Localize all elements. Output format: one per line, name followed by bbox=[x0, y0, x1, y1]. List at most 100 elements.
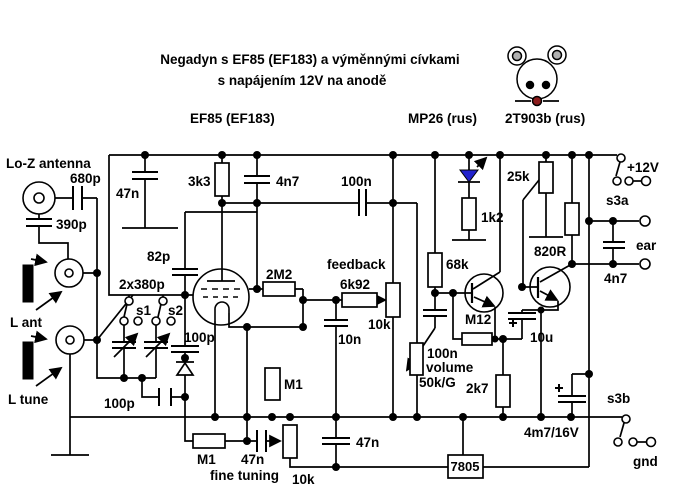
label-l-tune: L tune bbox=[8, 392, 49, 407]
label-68k: 68k bbox=[446, 257, 469, 272]
t1-body bbox=[464, 273, 504, 313]
label-s3a: s3a bbox=[606, 193, 629, 208]
cap-4m7 bbox=[558, 395, 586, 403]
resistor-6k92 bbox=[341, 292, 378, 308]
label-47n-gnd: 47n bbox=[356, 435, 379, 450]
label-l-ant: L ant bbox=[10, 315, 43, 330]
led-triangle bbox=[459, 169, 479, 183]
t1-emitter-arrow bbox=[473, 295, 496, 308]
s2-contact-a bbox=[151, 316, 161, 326]
text-labels: Negadyn s EF85 (EF183) a výměnnými cívka… bbox=[6, 52, 659, 487]
label-10k-fine: 10k bbox=[292, 472, 315, 487]
connectors bbox=[22, 153, 657, 448]
label-12v: +12V bbox=[627, 160, 659, 175]
ear-terminal-2 bbox=[639, 258, 651, 270]
label-100n-coupling: 100n bbox=[341, 174, 372, 189]
cap-100n-coupling bbox=[358, 189, 367, 216]
s3b-contact-b bbox=[628, 437, 638, 447]
label-fine-tuning: fine tuning bbox=[210, 468, 279, 483]
label-82p: 82p bbox=[147, 249, 170, 264]
coax-jack-2-pin bbox=[64, 268, 74, 278]
antenna-wires bbox=[38, 197, 185, 398]
coax-jack-1-pin bbox=[33, 192, 45, 204]
varcap1-arrow bbox=[113, 332, 139, 358]
coupling-arrow-1 bbox=[30, 253, 48, 267]
label-7805: 7805 bbox=[451, 459, 480, 474]
cap-10u bbox=[508, 312, 536, 320]
coupling-arrow-3 bbox=[30, 330, 48, 344]
mouse-ear-right-inner bbox=[551, 49, 563, 61]
t2-emitter-arrow bbox=[539, 289, 559, 301]
mouse-drawing bbox=[507, 45, 567, 107]
label-s3b: s3b bbox=[607, 391, 630, 406]
resistor-2k7 bbox=[495, 374, 511, 408]
gnd-terminal bbox=[645, 436, 657, 448]
cap-10n bbox=[324, 319, 348, 327]
label-m1-vert: M1 bbox=[284, 377, 303, 392]
diode-varicap bbox=[175, 361, 195, 376]
cap-47n-gnd bbox=[322, 437, 350, 445]
resistor-3k3 bbox=[214, 162, 230, 197]
s3a-contact-top bbox=[616, 153, 626, 163]
plus-sign-4m7 bbox=[555, 384, 563, 392]
junction-dots bbox=[93, 151, 617, 471]
led bbox=[459, 169, 479, 183]
s1-contact-a bbox=[119, 316, 129, 326]
coax-jack-3-pin bbox=[65, 335, 75, 345]
varcap2 bbox=[144, 341, 168, 349]
coil-l-tune bbox=[22, 341, 34, 380]
label-10u: 10u bbox=[530, 330, 553, 345]
device-tube-label: EF85 (EF183) bbox=[190, 111, 275, 126]
label-1k2: 1k2 bbox=[481, 210, 504, 225]
label-100p-mid: 100p bbox=[184, 330, 215, 345]
regulator-7805-box bbox=[447, 454, 484, 479]
s3a-contact-b bbox=[624, 176, 634, 186]
s3b-contact-top bbox=[621, 414, 631, 424]
mouse-nose bbox=[531, 95, 543, 107]
label-47n-supply: 47n bbox=[116, 186, 139, 201]
tube-envelope bbox=[192, 268, 250, 326]
label-2m2: 2M2 bbox=[266, 267, 292, 282]
pot-10k-feedback bbox=[385, 282, 401, 318]
resistors bbox=[192, 161, 580, 479]
plus-sign-10u bbox=[509, 319, 517, 327]
label-m12: M12 bbox=[465, 312, 491, 327]
label-820r: 820R bbox=[534, 244, 567, 259]
mouse-ear-left-inner bbox=[511, 50, 523, 62]
cap-4n7-supply bbox=[244, 175, 270, 184]
mouse-head-icon bbox=[516, 58, 558, 100]
s3b-arm bbox=[619, 422, 625, 438]
label-25k: 25k bbox=[507, 169, 530, 184]
cap-100n-bottom bbox=[423, 309, 447, 317]
label-100p-left: 100p bbox=[104, 396, 135, 411]
label-2k7: 2k7 bbox=[466, 381, 489, 396]
regulator-wires bbox=[289, 417, 589, 468]
s2-contact-b bbox=[166, 316, 176, 326]
transistor-mp26 bbox=[464, 273, 504, 313]
label-6k92: 6k92 bbox=[340, 277, 370, 292]
s3a-contact-a bbox=[612, 176, 622, 186]
label-ear: ear bbox=[636, 238, 657, 253]
tube-ef85 bbox=[192, 268, 250, 326]
cap-100p-left bbox=[158, 388, 172, 406]
diode-triangle bbox=[175, 361, 195, 376]
label-4m7: 4m7/16V bbox=[524, 425, 579, 440]
label-390p: 390p bbox=[56, 217, 87, 232]
label-50k: 50k/G bbox=[419, 375, 456, 390]
varcap2-arrow bbox=[145, 332, 171, 358]
s3a-arm bbox=[615, 161, 621, 177]
cap-4n7-ear bbox=[603, 241, 625, 249]
mouse-eye-left bbox=[525, 80, 535, 90]
ground-symbol-wire bbox=[51, 354, 89, 456]
resistor-m1-vert bbox=[264, 367, 281, 401]
inductors bbox=[22, 264, 34, 380]
cap-390p bbox=[26, 218, 52, 227]
label-3k3: 3k3 bbox=[188, 174, 211, 189]
label-m1-horiz: M1 bbox=[197, 452, 216, 467]
coil-l-ant bbox=[22, 264, 34, 303]
grid-rail bbox=[108, 155, 193, 296]
label-4n7-supply: 4n7 bbox=[276, 174, 299, 189]
resistor-m12 bbox=[461, 332, 493, 346]
label-s2: s2 bbox=[168, 303, 183, 318]
